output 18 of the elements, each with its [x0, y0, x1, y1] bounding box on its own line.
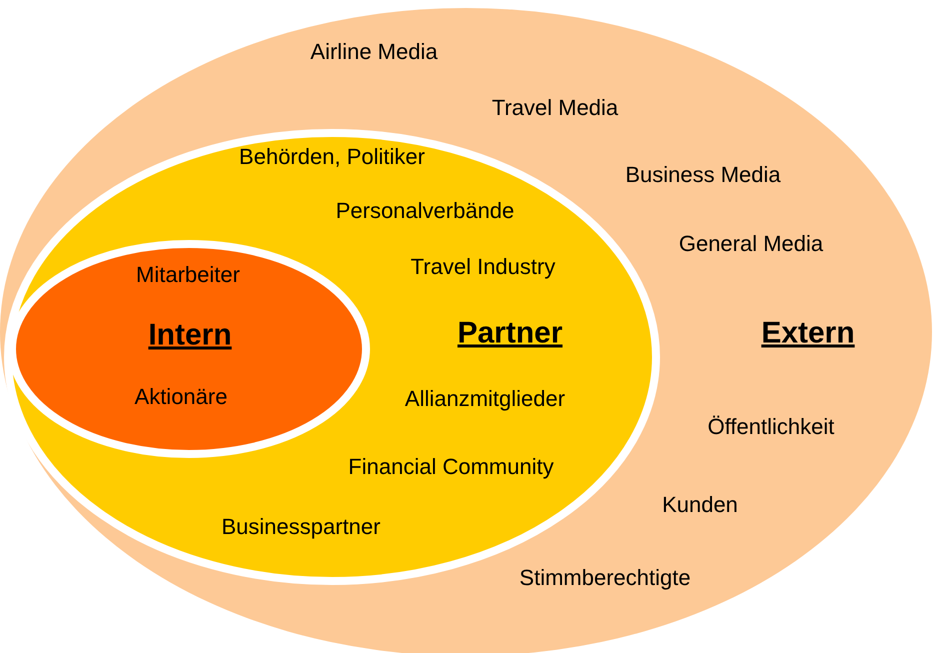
- stakeholder-label: Stimmberechtigte: [519, 566, 691, 590]
- stakeholder-label: Mitarbeiter: [136, 262, 240, 288]
- stakeholder-label: Kunden: [662, 492, 738, 518]
- stakeholder-label: Personalverbände: [336, 198, 514, 224]
- stakeholder-label: Businesspartner: [222, 514, 380, 540]
- stakeholder-label: Aktionäre: [134, 384, 228, 410]
- group-heading: Intern: [148, 318, 232, 352]
- stakeholder-label: Business Media: [625, 162, 781, 188]
- stakeholder-label: Airline Media: [310, 40, 438, 64]
- group-heading: Partner: [457, 316, 563, 350]
- stakeholder-label: Behörden, Politiker: [239, 144, 425, 170]
- stakeholder-label: Travel Industry: [410, 254, 556, 280]
- stakeholder-label: Financial Community: [348, 454, 554, 480]
- stakeholder-label: Allianzmitglieder: [404, 386, 566, 412]
- stakeholder-label: Öffentlichkeit: [708, 414, 834, 440]
- stakeholder-label: Travel Media: [492, 96, 618, 120]
- stakeholder-label: General Media: [678, 232, 824, 256]
- group-heading: Extern: [761, 316, 855, 350]
